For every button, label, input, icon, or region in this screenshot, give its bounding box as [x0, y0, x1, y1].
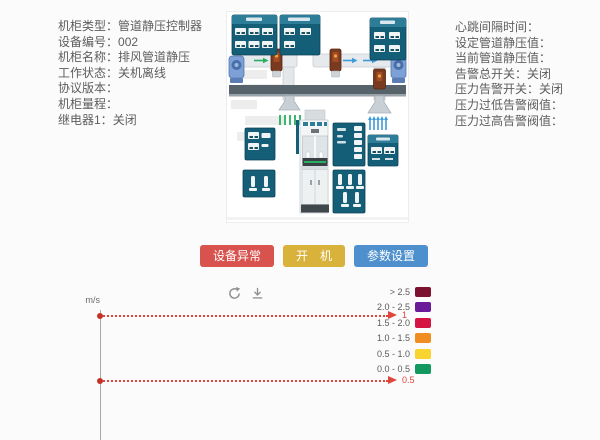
info-label: 工作状态： — [58, 65, 119, 80]
fume-hood — [296, 109, 329, 214]
info-label: 压力过高告警阀值： — [455, 113, 564, 128]
damper-middle — [329, 48, 342, 78]
info-label: 设备编号： — [58, 34, 119, 49]
info-line: 机柜类型：管道静压控制器 — [58, 19, 202, 35]
panel-lower-right — [332, 169, 366, 214]
device-info-right: 心跳间隔时间： 设定管道静压值： 当前管道静压值： 告警总开关：关闭 压力告警开… — [455, 20, 563, 129]
legend-swatch — [415, 286, 431, 297]
info-line: 压力过高告警阀值： — [455, 114, 563, 130]
info-line: 机柜名称：排风管道静压 — [58, 50, 202, 66]
panel-far-right — [367, 134, 399, 167]
damper-vertical-right — [373, 68, 386, 90]
duct-system-diagram — [227, 12, 408, 222]
info-line: 设备编号：002 — [58, 35, 202, 51]
legend-label: 0.5 - 1.0 — [376, 348, 410, 359]
chart-legend: > 2.5 2.0 - 2.5 1.5 - 2.0 1.0 - 1.5 0.5 … — [377, 284, 431, 377]
info-value: 关闭 — [539, 82, 564, 97]
legend-swatch — [415, 302, 431, 313]
info-label: 压力告警开关： — [455, 82, 540, 97]
info-line: 机柜量程： — [58, 97, 202, 113]
legend-swatch — [415, 317, 431, 328]
info-label: 当前管道静压值： — [455, 51, 552, 66]
threshold-line-high — [97, 311, 397, 319]
info-value: 管道静压控制器 — [118, 19, 203, 33]
info-label: 机柜类型： — [58, 19, 119, 33]
legend-item: 2.0 - 2.5 — [377, 300, 431, 316]
legend-item: 0.5 - 1.0 — [377, 346, 431, 362]
info-line: 协议版本： — [58, 81, 202, 97]
device-abnormal-button[interactable]: 设备异常 — [199, 245, 274, 267]
info-line: 工作状态：关机离线 — [58, 66, 202, 82]
info-label: 继电器1： — [58, 112, 113, 127]
info-label: 协议版本： — [58, 81, 119, 96]
info-line: 当前管道静压值： — [455, 51, 563, 67]
info-line: 心跳间隔时间： — [455, 20, 563, 36]
legend-item: 1.0 - 1.5 — [377, 331, 431, 347]
legend-label: 1.0 - 1.5 — [376, 333, 410, 344]
legend-label: 0.0 - 0.5 — [376, 364, 410, 375]
legend-item: > 2.5 — [377, 284, 431, 300]
y-axis-line — [100, 310, 101, 440]
info-label: 告警总开关： — [455, 66, 528, 81]
panel-top-left — [231, 14, 278, 56]
panel-mid-left — [244, 127, 276, 161]
panel-top-right — [369, 17, 407, 61]
panel-top-mid — [279, 14, 321, 56]
threshold-line-low — [97, 376, 397, 384]
legend-item: 0.0 - 0.5 — [377, 362, 431, 378]
panel-mid-right — [332, 122, 366, 167]
info-value: 关闭 — [112, 112, 137, 127]
info-label: 心跳间隔时间： — [455, 20, 540, 34]
device-info-left: 机柜类型：管道静压控制器 设备编号：002 机柜名称：排风管道静压 工作状态：关… — [58, 19, 202, 128]
info-line: 继电器1：关闭 — [58, 113, 202, 129]
info-value: 排风管道静压 — [118, 50, 191, 65]
info-label: 机柜名称： — [58, 50, 119, 65]
fan-right — [390, 55, 407, 83]
info-value: 关机离线 — [118, 65, 167, 80]
legend-swatch — [415, 348, 431, 359]
info-line: 压力告警开关：关闭 — [455, 82, 563, 98]
threshold-label-high: 1 — [402, 310, 408, 320]
info-label: 机柜量程： — [58, 96, 119, 111]
chart-toolbar — [100, 286, 392, 301]
power-on-button[interactable]: 开 机 — [282, 245, 345, 267]
info-line: 压力过低告警阀值： — [455, 98, 563, 114]
info-label: 压力过低告警阀值： — [455, 97, 564, 112]
legend-swatch — [415, 364, 431, 375]
refresh-icon[interactable] — [227, 286, 242, 301]
legend-label: > 2.5 — [389, 286, 410, 297]
y-axis-unit-label: m/s — [85, 295, 101, 305]
panel-lower-left — [242, 169, 276, 198]
info-line: 设定管道静压值： — [455, 36, 563, 52]
info-value: 关闭 — [527, 66, 552, 81]
info-value: 002 — [118, 34, 139, 49]
legend-swatch — [415, 333, 431, 344]
fan-left — [228, 55, 245, 83]
legend-label: 1.5 - 2.0 — [376, 317, 410, 328]
velocity-chart: m/s 1 0.5 > 2.5 2.0 - 2.5 1.5 - 2.0 1.0 … — [0, 280, 600, 440]
download-icon[interactable] — [250, 286, 265, 301]
info-line: 告警总开关：关闭 — [455, 67, 563, 83]
action-button-row: 设备异常 开 机 参数设置 — [0, 245, 600, 267]
legend-item: 1.5 - 2.0 — [377, 315, 431, 331]
info-label: 设定管道静压值： — [455, 35, 552, 50]
hvac-schematic-image — [227, 12, 408, 222]
param-settings-button[interactable]: 参数设置 — [354, 245, 429, 267]
legend-label: 2.0 - 2.5 — [376, 302, 410, 313]
threshold-label-low: 0.5 — [402, 375, 415, 385]
